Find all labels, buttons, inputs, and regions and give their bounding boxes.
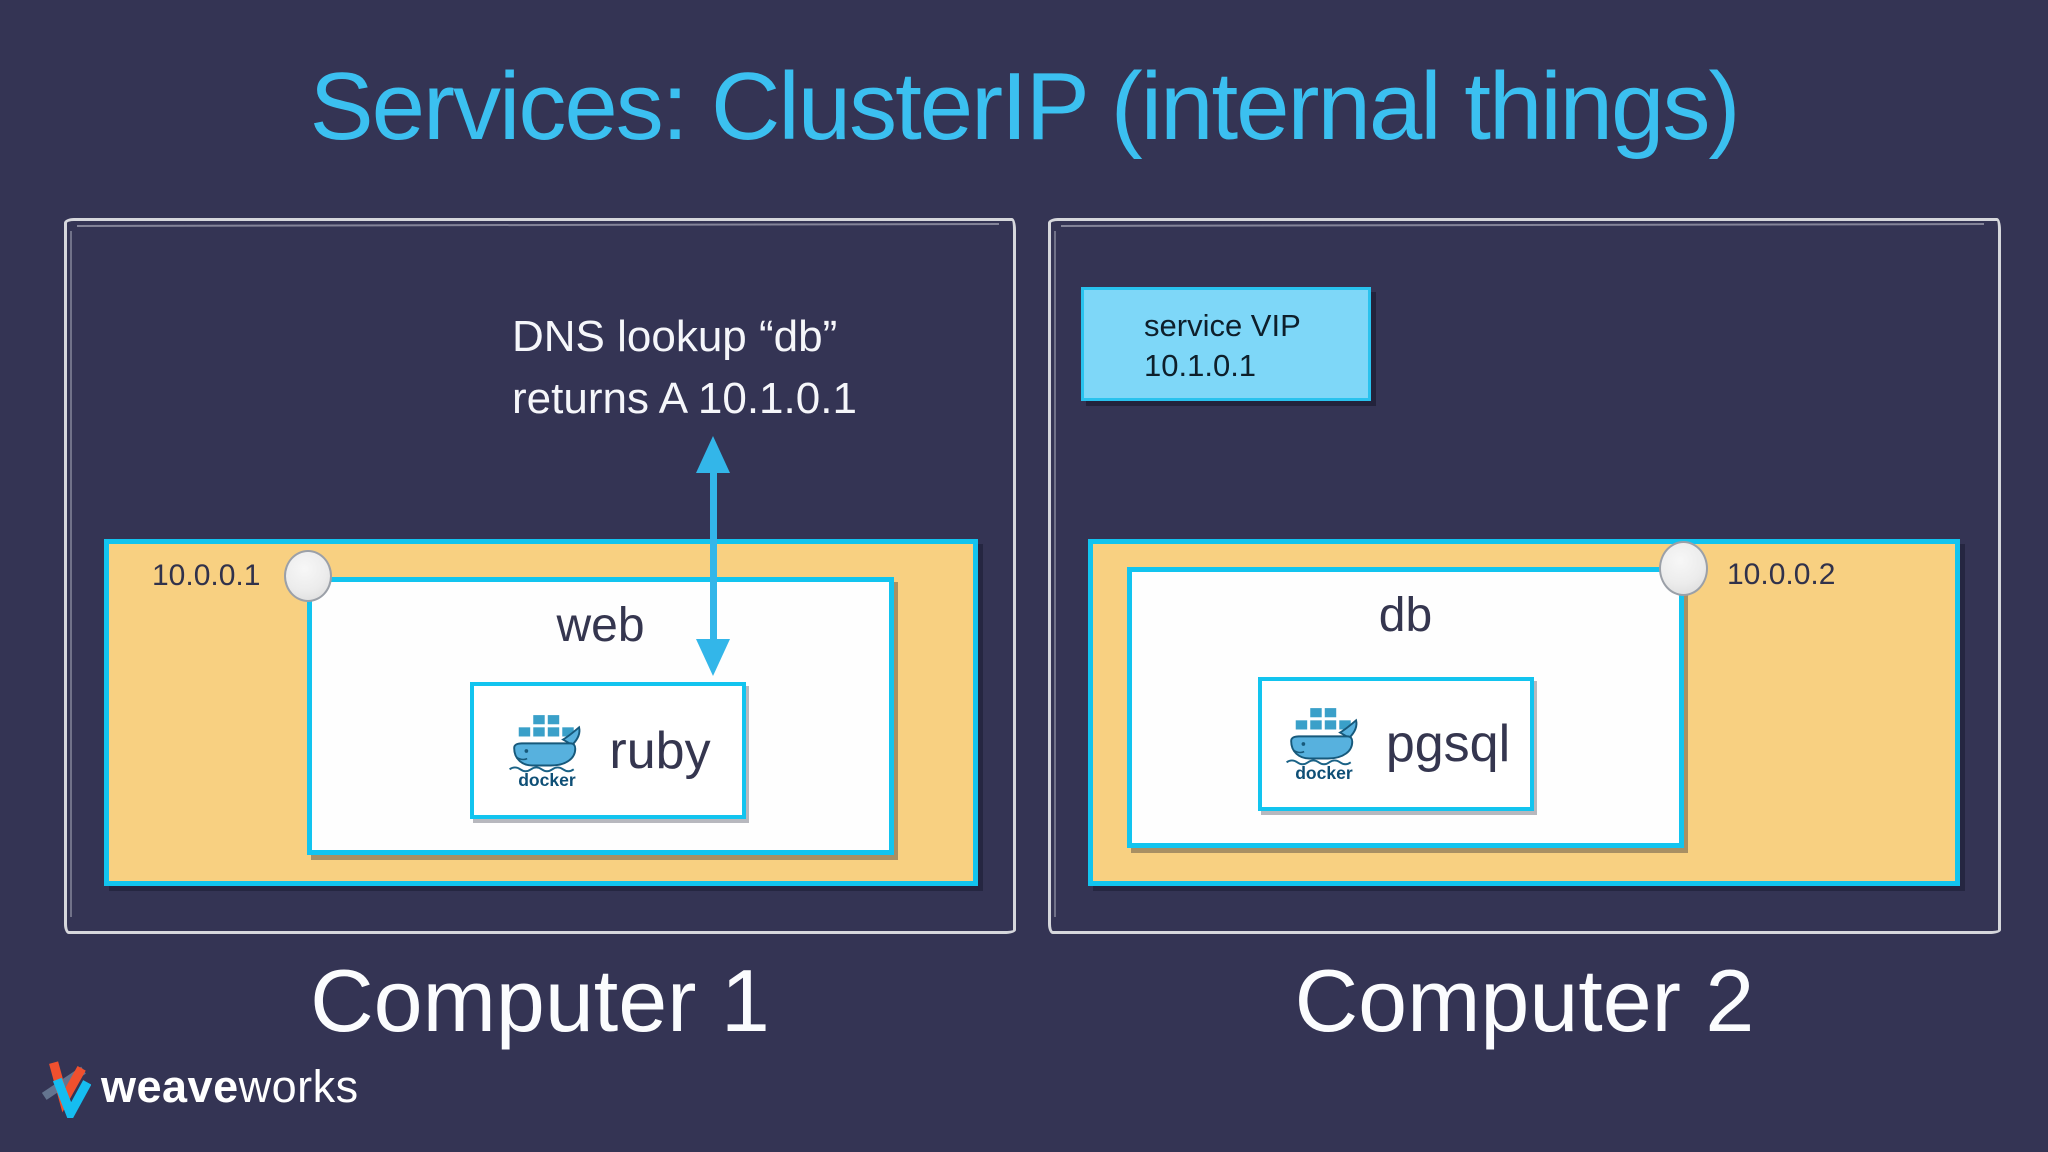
container-box-ruby: docker ruby [470,682,746,819]
slide-title: Services: ClusterIP (internal things) [309,53,1741,160]
double-arrow-icon [696,436,730,676]
brand-works: works [238,1061,359,1112]
dns-annotation-line-2: returns A 10.1.0.1 [512,374,857,423]
container-box-pgsql: docker pgsql [1258,677,1534,811]
computer-2-box [1048,218,2001,934]
node-1-ip-label: 10.0.0.1 [152,559,261,592]
container-ruby-label: ruby [609,721,711,780]
docker-wordmark: docker [1295,763,1353,783]
pod-db-label: db [1378,589,1433,642]
weaveworks-wordmark: weaveworks [101,1061,359,1113]
weaveworks-mark-icon [41,1061,91,1118]
node-1-endpoint-circle [284,550,332,602]
weaveworks-logo: weaveworks [33,1056,359,1118]
docker-logo-icon: docker [509,713,581,790]
node-2-endpoint-circle [1659,541,1708,596]
container-pgsql-label: pgsql [1385,715,1511,773]
computer-1-box [64,218,1016,934]
dns-annotation-line-1: DNS lookup “db” [512,312,838,361]
pod-web-label: web [556,599,645,652]
service-vip-line-2: 10.1.0.1 [1144,348,1257,383]
node-2-ip-label: 10.0.0.2 [1727,558,1836,591]
docker-wordmark: docker [519,770,577,790]
dns-annotation: DNS lookup “db” returns A 10.1.0.1 [512,306,857,430]
docker-logo-icon: docker [1285,706,1358,783]
service-vip-box: service VIP 10.1.0.1 [1081,287,1371,401]
computer-2-caption: Computer 2 [1294,951,1755,1050]
brand-weave: weave [101,1061,239,1112]
service-vip-line-1: service VIP [1144,308,1301,343]
computer-1-caption: Computer 1 [310,951,770,1050]
